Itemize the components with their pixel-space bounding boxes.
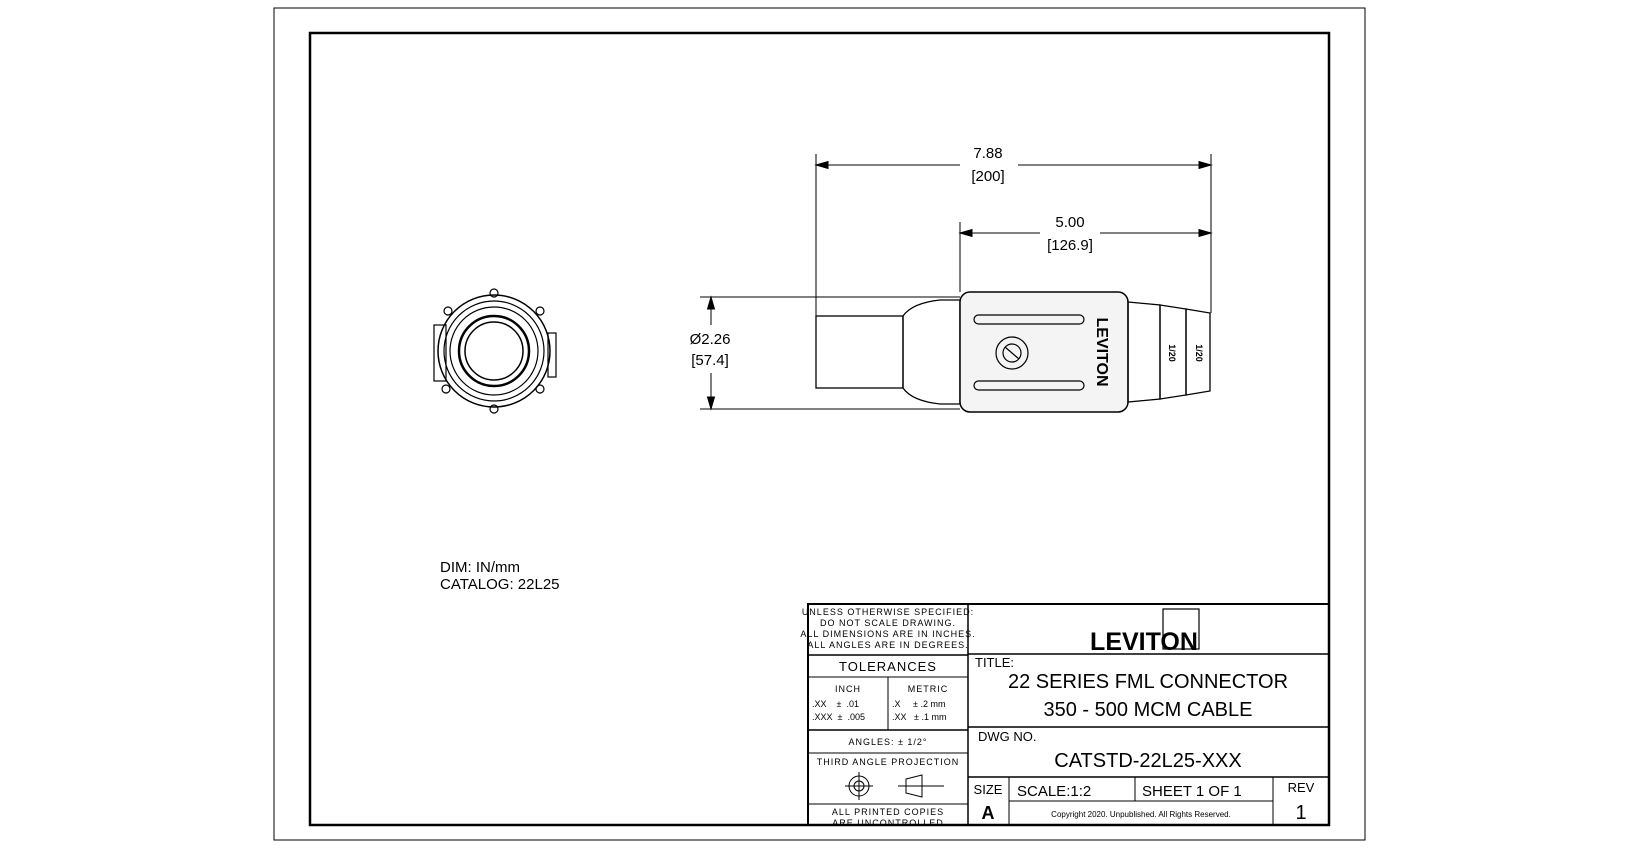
catalog-note: CATALOG: 22L25	[440, 576, 560, 593]
rev-value: 1	[1295, 802, 1306, 824]
tolerances-label: TOLERANCES	[839, 659, 937, 674]
size-value: A	[982, 803, 995, 823]
paper-frame	[273, 7, 1366, 841]
band-mark-1: 1/20	[1167, 344, 1177, 362]
inch-label: INCH	[835, 684, 861, 694]
overall-length-in: 7.88	[973, 145, 1002, 162]
projection-label: THIRD ANGLE PROJECTION	[817, 757, 960, 767]
dimension-lines	[700, 154, 1213, 411]
copyright-notice: Copyright 2020. Unpublished. All Rights …	[1051, 810, 1231, 819]
title-line-1: 22 SERIES FML CONNECTOR	[1008, 671, 1288, 693]
title-line-2: 350 - 500 MCM CABLE	[1044, 699, 1253, 721]
metric-tol-row-2: .XX ± .1 mm	[892, 712, 946, 722]
inch-tol-row-1: .XX ± .01	[812, 699, 859, 709]
spec-line-3: ALL DIMENSIONS ARE IN INCHES.	[800, 629, 975, 639]
leviton-logo: LEVITON	[1090, 628, 1198, 656]
overall-length-mm: [200]	[971, 168, 1004, 185]
body-length-in: 5.00	[1055, 214, 1084, 231]
spec-line-2: DO NOT SCALE DRAWING.	[820, 618, 956, 628]
inch-tol-row-2: .XXX ± .005	[812, 712, 865, 722]
third-angle-projection-symbol	[845, 772, 944, 800]
body-brand-label: LEVITON	[1093, 317, 1110, 386]
dwg-no-label: DWG NO.	[978, 729, 1037, 744]
metric-label: METRIC	[908, 684, 949, 694]
sheet-value: SHEET 1 OF 1	[1142, 783, 1242, 800]
copies-line-1: ALL PRINTED COPIES	[832, 807, 944, 817]
logo-mark-box	[1162, 608, 1200, 650]
spec-line-4: ALL ANGLES ARE IN DEGREES.	[807, 640, 968, 650]
dwg-number: CATSTD-22L25-XXX	[1054, 750, 1241, 772]
diameter-in: Ø2.26	[690, 331, 731, 348]
side-view	[815, 291, 1211, 413]
band-mark-2: 1/20	[1194, 344, 1204, 362]
end-view	[433, 288, 557, 414]
rev-label: REV	[1288, 780, 1315, 795]
body-length-mm: [126.9]	[1047, 237, 1093, 254]
title-block-grid	[807, 603, 1330, 826]
size-label: SIZE	[974, 782, 1003, 797]
scale-value: SCALE:1:2	[1017, 783, 1091, 800]
metric-tol-row-1: .X ± .2 mm	[892, 699, 945, 709]
copies-line-2: ARE UNCONTROLLED	[832, 818, 944, 828]
spec-line-1: UNLESS OTHERWISE SPECIFIED:	[802, 607, 974, 617]
angles-tolerance: ANGLES: ± 1/2°	[848, 737, 927, 747]
title-label: TITLE:	[975, 655, 1014, 670]
diameter-mm: [57.4]	[691, 352, 729, 369]
dim-units-note: DIM: IN/mm	[440, 559, 520, 576]
set-screw	[995, 336, 1029, 370]
